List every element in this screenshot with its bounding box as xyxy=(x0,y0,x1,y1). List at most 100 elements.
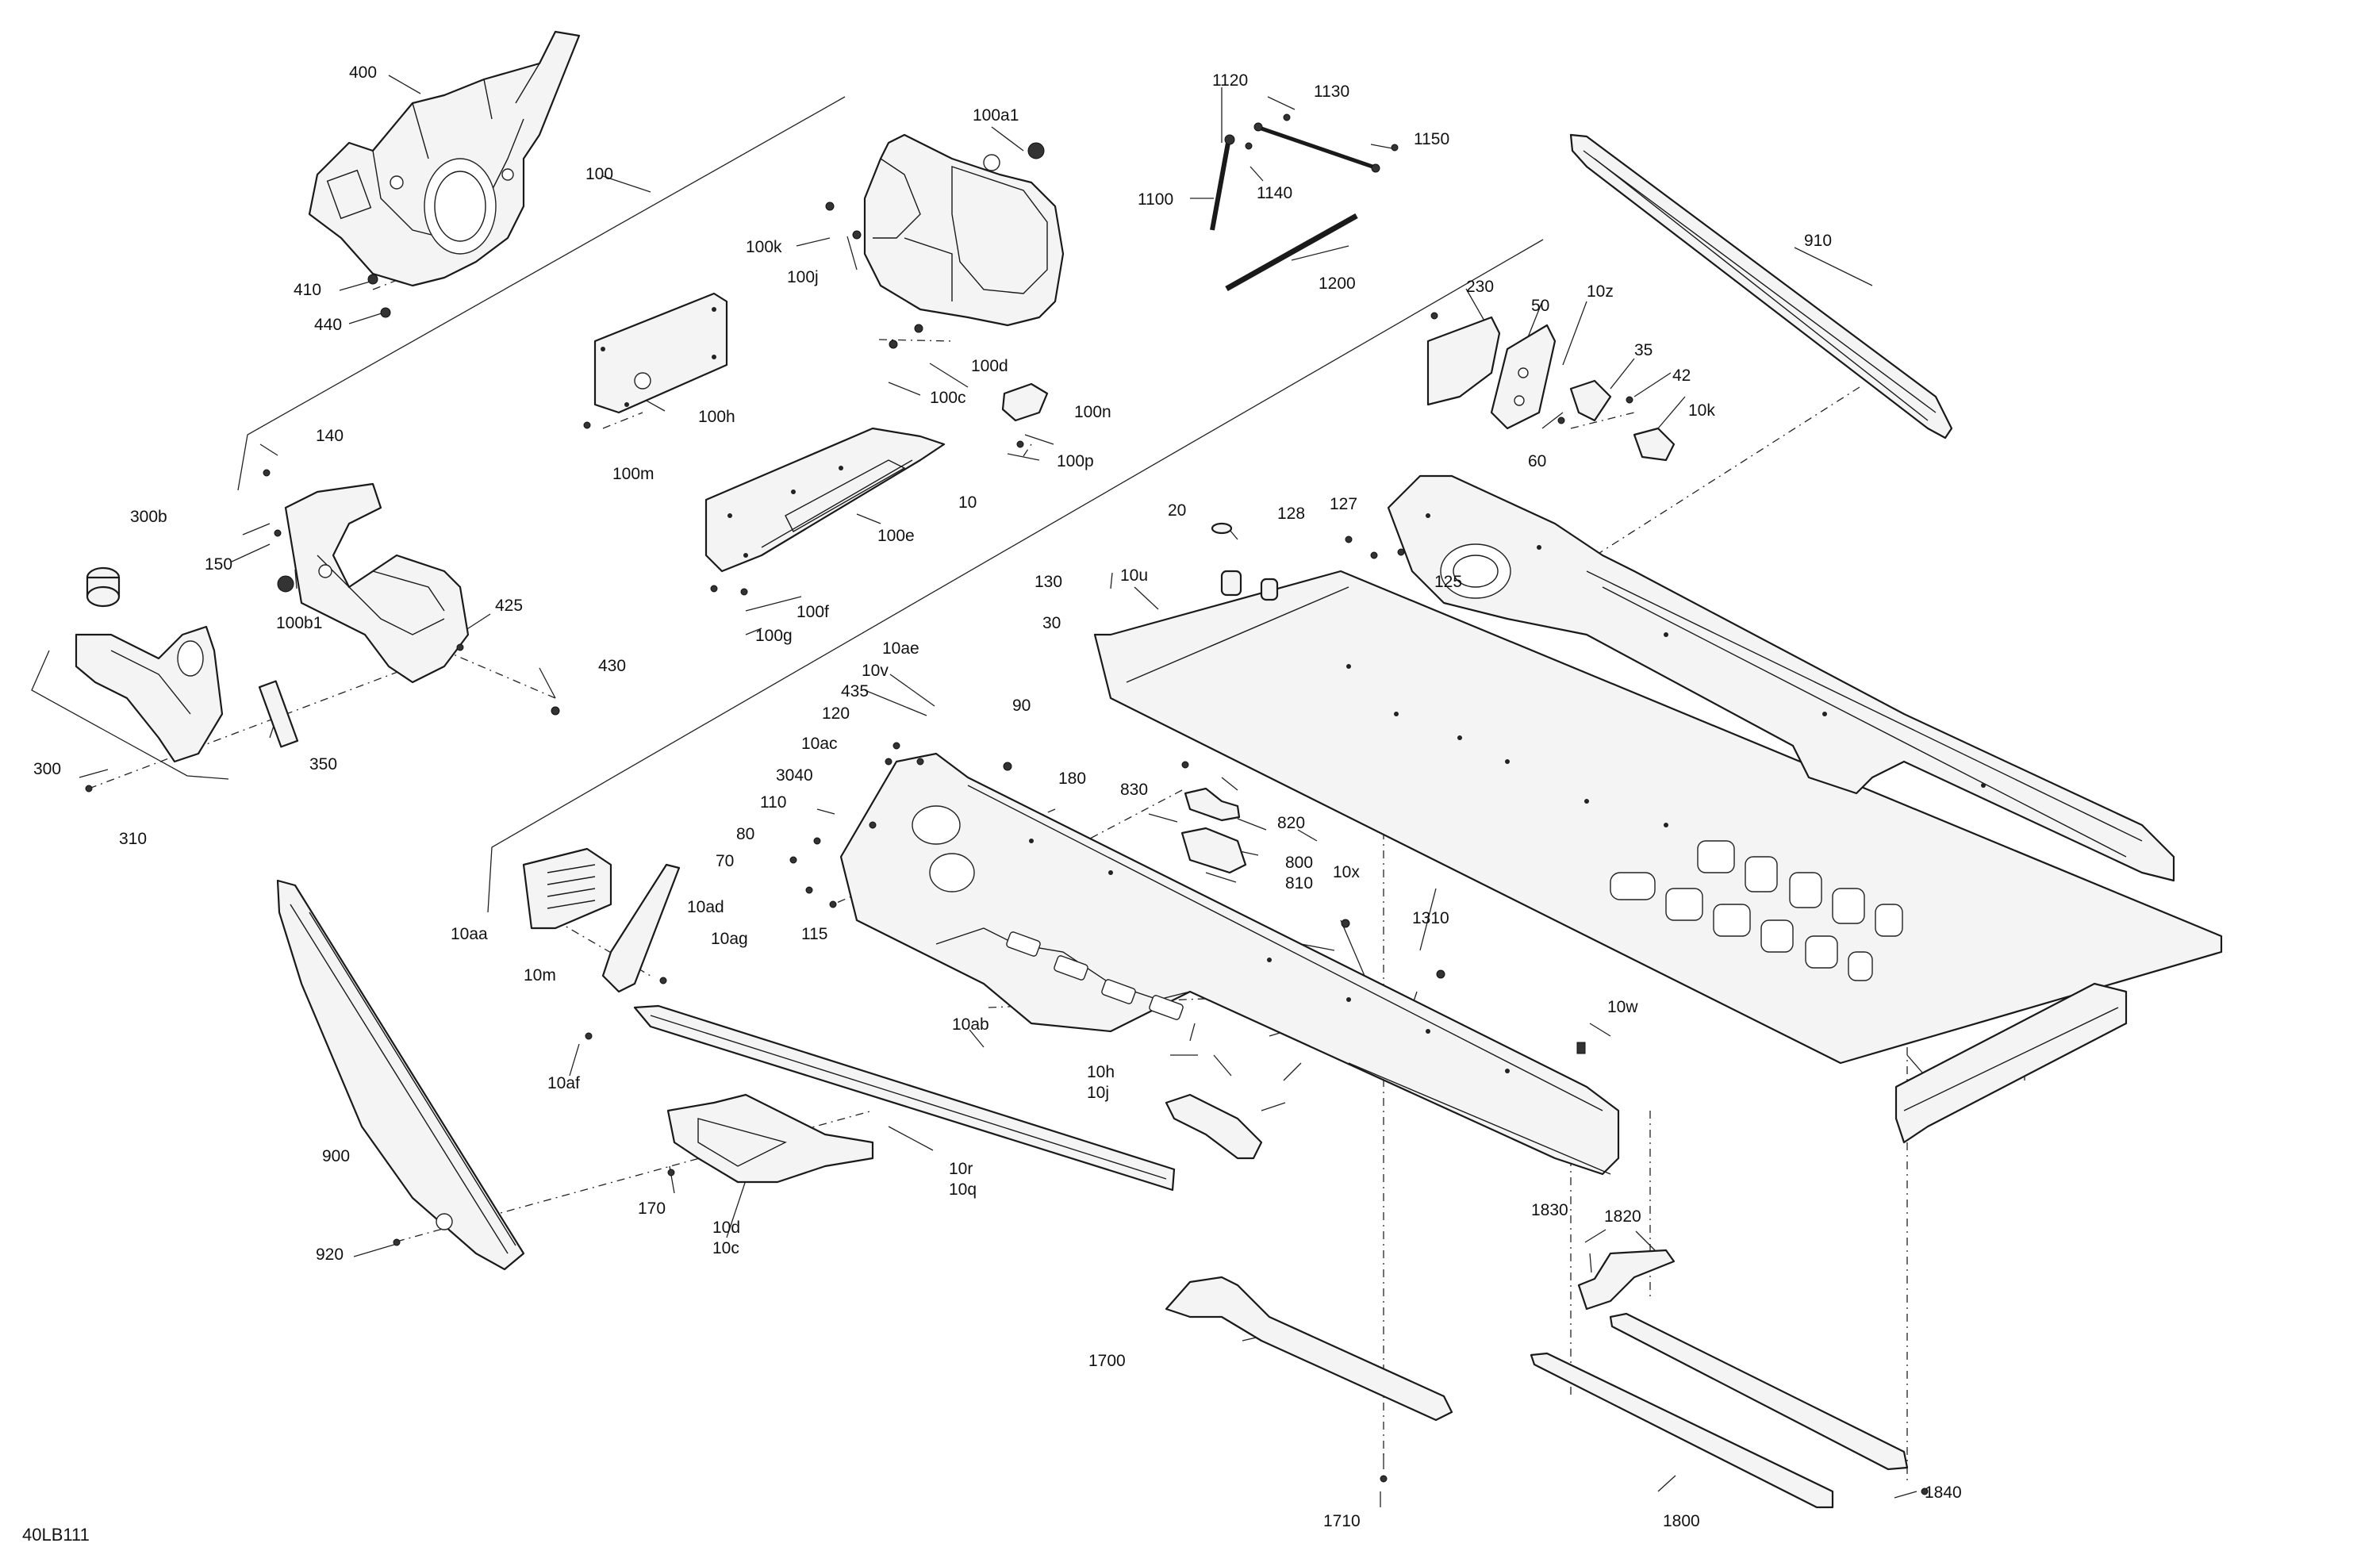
callout-35: 35 xyxy=(1634,341,1653,359)
part-100h-cover xyxy=(583,292,728,429)
callout-100n: 100n xyxy=(1074,403,1111,421)
callout-10h: 10h xyxy=(1087,1063,1115,1081)
callout-1140: 1140 xyxy=(1257,184,1292,202)
callout-100d: 100d xyxy=(971,357,1008,375)
callout-100m: 100m xyxy=(612,465,654,483)
part-230-50-brackets xyxy=(1426,312,1676,462)
callout-1830: 1830 xyxy=(1531,1201,1568,1219)
callout-920: 920 xyxy=(316,1246,344,1264)
callout-140: 140 xyxy=(316,427,344,445)
part-10u-tunnel-plate xyxy=(1093,522,2223,1065)
callout-10w: 10w xyxy=(1607,998,1638,1016)
callout-410: 410 xyxy=(294,281,321,299)
callout-830: 830 xyxy=(1120,781,1148,799)
callout-10af: 10af xyxy=(547,1074,580,1092)
part-10aa-vent xyxy=(522,847,612,930)
callout-110: 110 xyxy=(760,793,786,812)
callout-10d: 10d xyxy=(712,1219,740,1237)
callout-30: 30 xyxy=(1042,614,1061,632)
callout-100j: 100j xyxy=(787,268,819,286)
callout-170: 170 xyxy=(638,1199,666,1218)
callout-180: 180 xyxy=(1058,770,1086,788)
callout-10m: 10m xyxy=(524,966,556,985)
callout-1120: 1120 xyxy=(1212,71,1248,90)
misc-bolts xyxy=(1341,919,1586,1054)
part-10h-part xyxy=(1165,1093,1263,1160)
callout-1800: 1800 xyxy=(1663,1512,1700,1530)
callout-300: 300 xyxy=(33,760,61,778)
callout-10ab: 10ab xyxy=(952,1015,989,1034)
diagram-code: 40LB111 xyxy=(22,1525,90,1543)
callout-10c: 10c xyxy=(712,1239,739,1257)
callout-42: 42 xyxy=(1672,367,1691,385)
callout-230: 230 xyxy=(1466,278,1494,296)
callout-10ac: 10ac xyxy=(801,735,838,753)
part-100e-plate xyxy=(704,427,946,596)
callout-100g: 100g xyxy=(755,627,793,645)
callout-900: 900 xyxy=(322,1147,350,1165)
callout-115: 115 xyxy=(801,925,827,943)
callout-50: 50 xyxy=(1531,297,1549,315)
callout-10v: 10v xyxy=(862,662,889,680)
callout-10: 10 xyxy=(958,493,977,512)
callout-150: 150 xyxy=(205,555,232,574)
callout-1820: 1820 xyxy=(1604,1207,1641,1226)
callout-1700: 1700 xyxy=(1088,1352,1126,1370)
callout-1710: 1710 xyxy=(1323,1512,1361,1530)
callout-80: 80 xyxy=(736,825,754,843)
callout-labels: 400 100 410 440 100a1 100k 100j 100d 100… xyxy=(33,63,1962,1530)
left-side-cutouts xyxy=(1006,931,1184,1020)
part-10d-footbracket xyxy=(666,1093,874,1184)
callout-100b1: 100b1 xyxy=(276,614,322,632)
callout-100c: 100c xyxy=(930,389,966,407)
callout-100: 100 xyxy=(585,165,613,183)
part-100-upper-frame xyxy=(825,133,1065,349)
part-end-rail xyxy=(1894,982,2128,1144)
callout-10j: 10j xyxy=(1087,1084,1109,1102)
part-10m-bracket xyxy=(601,863,681,993)
callout-350: 350 xyxy=(309,755,337,773)
callout-10ad: 10ad xyxy=(687,898,724,916)
callout-310: 310 xyxy=(119,830,147,848)
callout-10q: 10q xyxy=(949,1180,977,1199)
callout-100k: 100k xyxy=(746,238,782,256)
callout-10k: 10k xyxy=(1688,401,1715,420)
callout-100f: 100f xyxy=(797,603,829,621)
callout-90: 90 xyxy=(1012,697,1031,715)
part-1800-rail xyxy=(1530,1249,1929,1509)
callout-10z: 10z xyxy=(1587,282,1614,301)
callout-3040: 3040 xyxy=(776,766,813,785)
callout-10x: 10x xyxy=(1333,863,1360,881)
part-140-front-frame xyxy=(263,469,560,716)
callout-10ag: 10ag xyxy=(711,930,748,948)
part-900-pillar xyxy=(276,879,525,1271)
callout-430: 430 xyxy=(598,657,626,675)
callout-910: 910 xyxy=(1804,232,1832,250)
callout-1840: 1840 xyxy=(1925,1484,1962,1502)
callout-10aa: 10aa xyxy=(451,925,488,943)
callout-400: 400 xyxy=(349,63,377,82)
part-100n-cover xyxy=(1001,382,1049,448)
callout-1100: 1100 xyxy=(1138,190,1173,209)
callout-300b: 300b xyxy=(130,508,167,526)
part-300-arm xyxy=(75,566,299,793)
callout-20: 20 xyxy=(1168,501,1186,520)
callout-1310: 1310 xyxy=(1412,909,1449,927)
part-10-tunnel-side xyxy=(789,742,1620,1176)
callout-425: 425 xyxy=(495,597,523,615)
callout-100p: 100p xyxy=(1057,452,1094,470)
callout-1150: 1150 xyxy=(1414,130,1449,148)
part-1100-1200-rods xyxy=(1210,113,1399,292)
callout-10ae: 10ae xyxy=(882,639,919,658)
callout-1130: 1130 xyxy=(1314,83,1349,101)
callout-10r: 10r xyxy=(949,1160,973,1178)
callout-100h: 100h xyxy=(698,408,735,426)
part-1700-rail xyxy=(1165,1276,1453,1483)
callout-820: 820 xyxy=(1277,814,1305,832)
callout-440: 440 xyxy=(314,316,342,334)
callout-810: 810 xyxy=(1285,874,1313,892)
part-400-bulkhead xyxy=(308,30,581,318)
callout-10u: 10u xyxy=(1120,566,1148,585)
part-10r-strip xyxy=(585,1004,1176,1192)
